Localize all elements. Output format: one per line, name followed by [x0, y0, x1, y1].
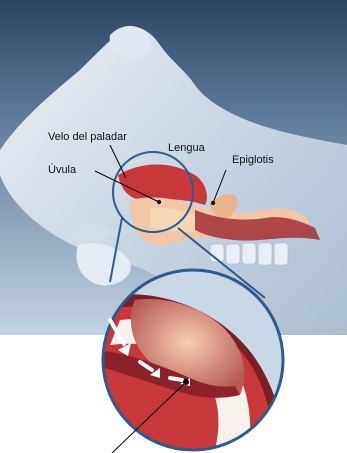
label-lengua: Lengua [168, 143, 205, 154]
label-uvula: Úvula [48, 165, 76, 176]
lower-teeth [210, 243, 288, 265]
label-epiglotis: Epiglotis [232, 155, 274, 166]
label-velo-del-paladar: Velo del paladar [48, 132, 127, 143]
